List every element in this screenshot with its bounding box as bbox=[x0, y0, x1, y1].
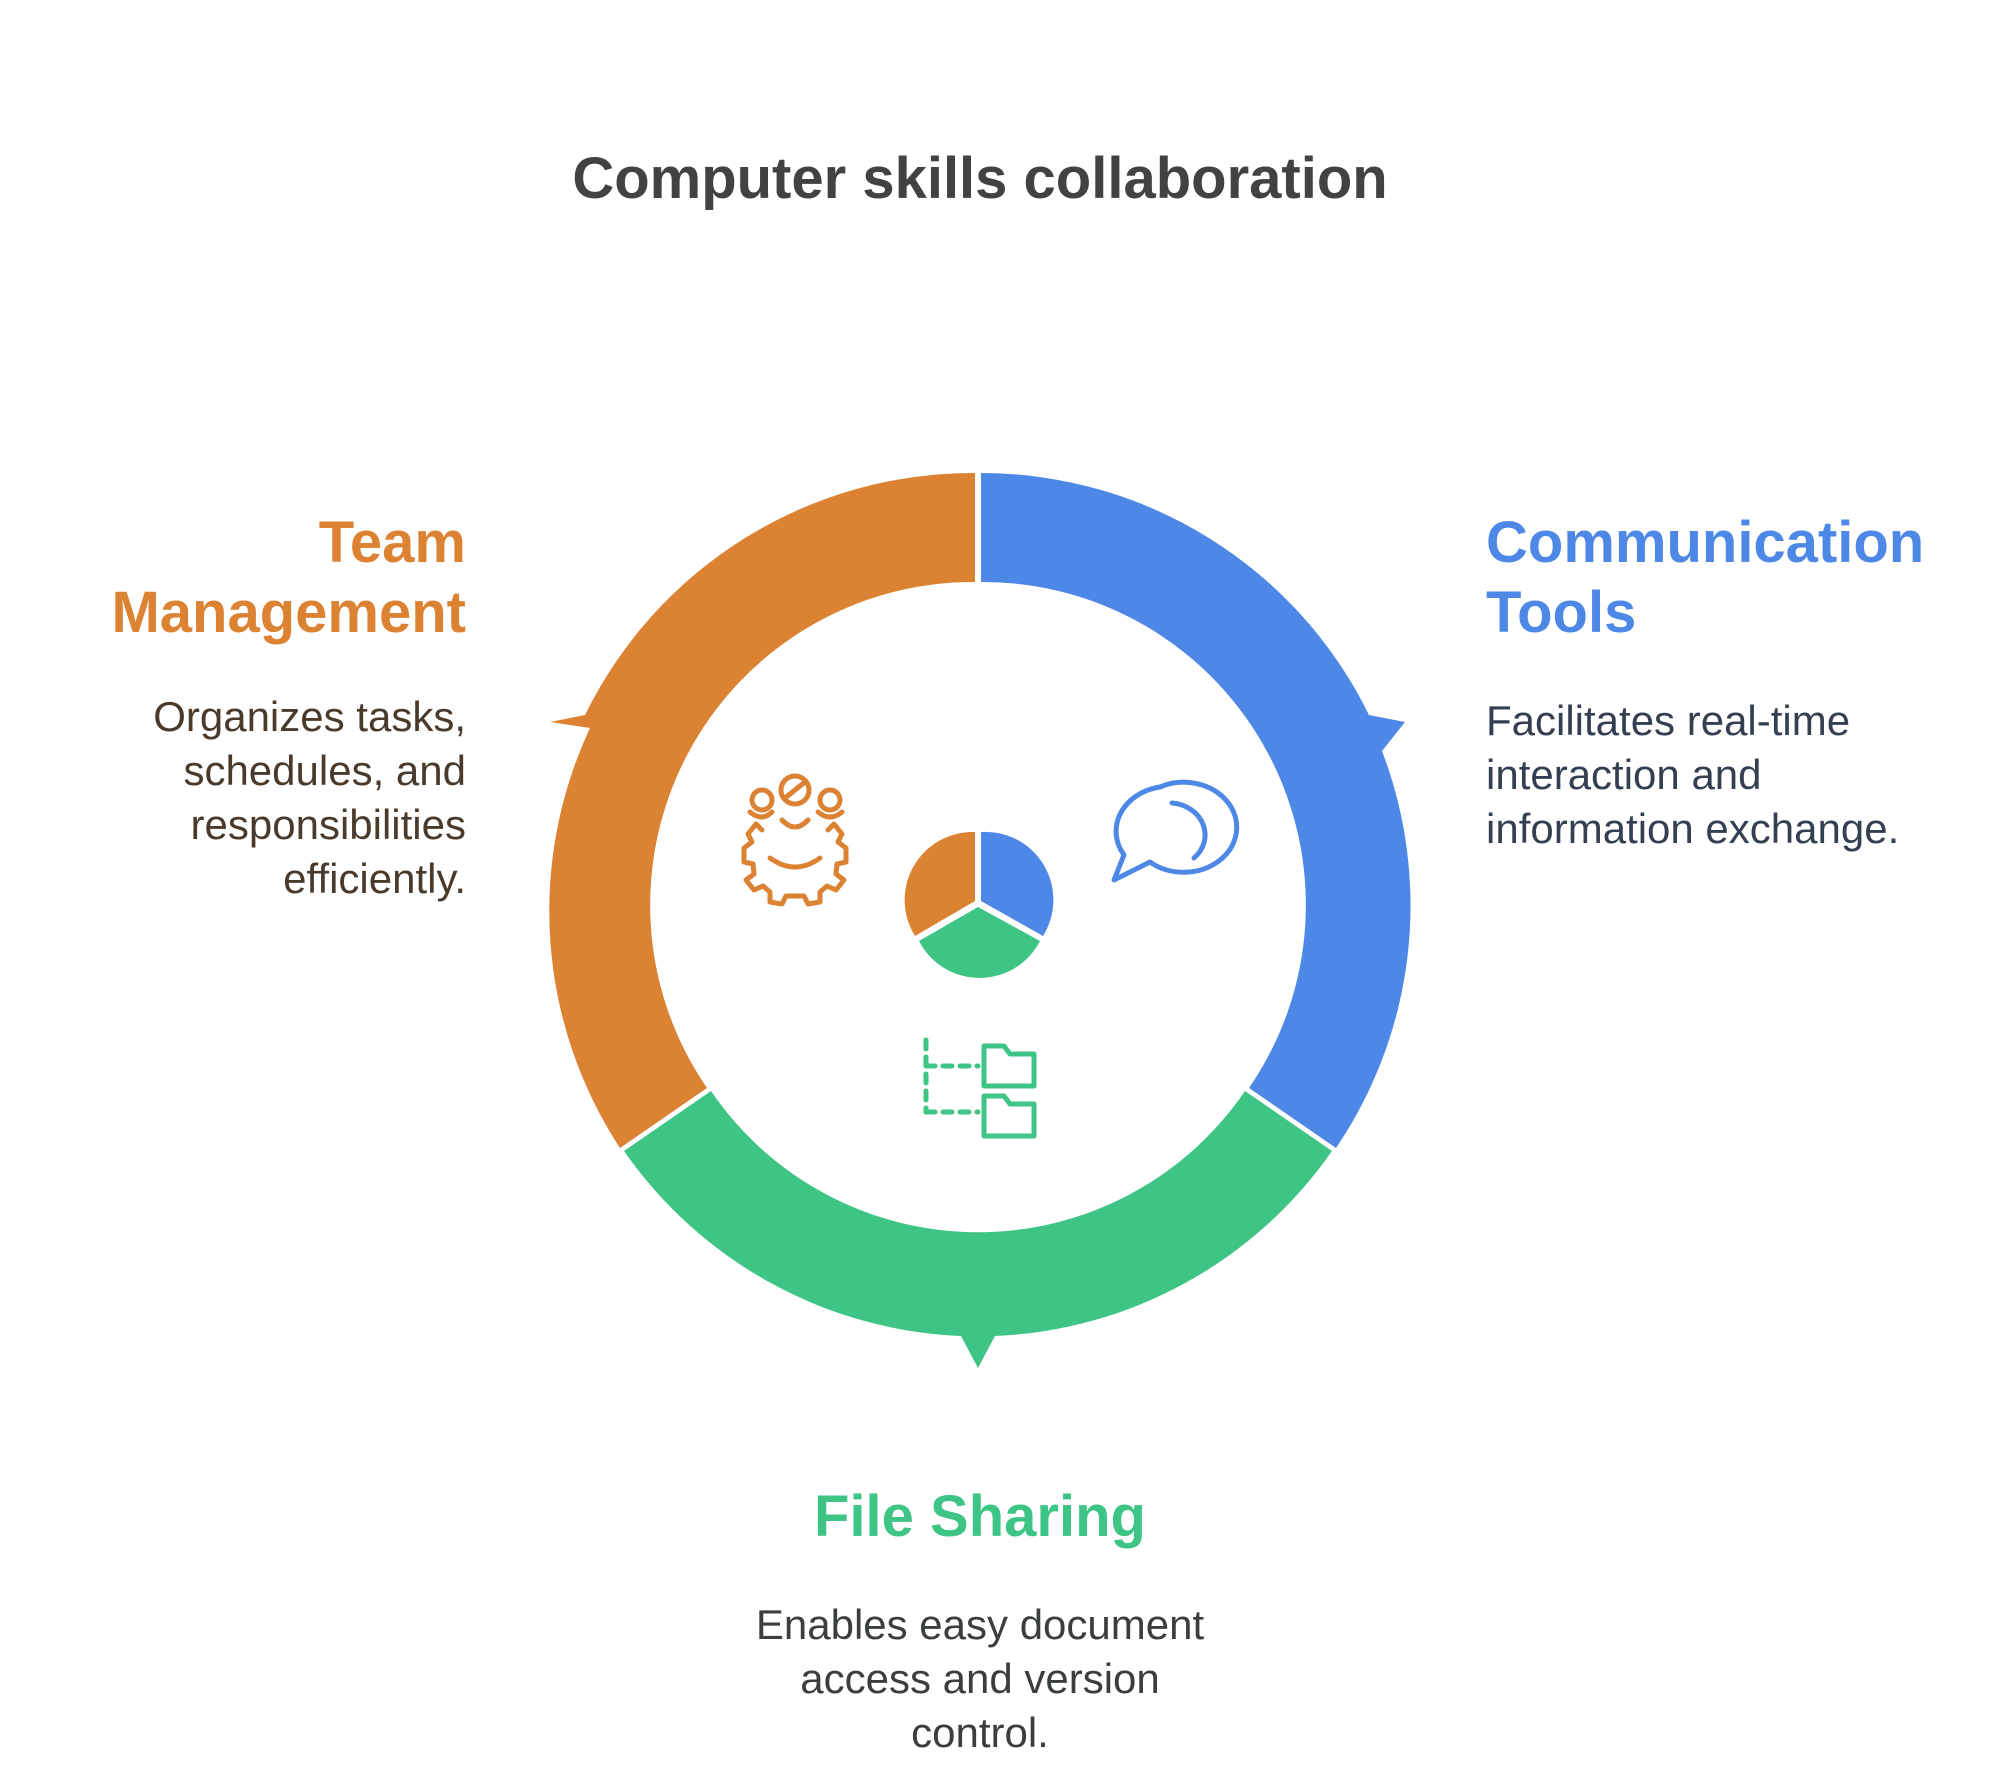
description-line: Organizes tasks, bbox=[153, 693, 466, 740]
description-line: efficiently. bbox=[283, 855, 466, 902]
team-management-title: Team Management bbox=[80, 508, 466, 648]
communication-tools-title-line: Tools bbox=[1486, 580, 1637, 645]
center-pie-icon bbox=[904, 831, 1054, 978]
communication-tools-title: Communication Tools bbox=[1486, 508, 2006, 648]
communication-tools-description: Facilitates real-time interaction and in… bbox=[1486, 694, 2006, 856]
diagram-title: Computer skills collaboration bbox=[572, 146, 1388, 211]
file-sharing-description: Enables easy document access and version… bbox=[700, 1598, 1260, 1760]
communication-tools-segment bbox=[981, 473, 1411, 1148]
description-line: information exchange. bbox=[1486, 805, 1900, 852]
file-sharing-segment bbox=[624, 1091, 1332, 1368]
description-line: responsibilities bbox=[190, 801, 466, 848]
team-management-title-line: Team bbox=[318, 510, 466, 575]
description-line: Enables easy document bbox=[755, 1601, 1205, 1648]
file-sharing-title: File Sharing bbox=[814, 1484, 1146, 1549]
team-management-title-line: Management bbox=[111, 580, 466, 645]
communication-tools-title-line: Communication bbox=[1486, 510, 1925, 575]
description-line: interaction and bbox=[1486, 751, 1762, 798]
description-line: access and version bbox=[800, 1655, 1160, 1702]
description-line: control. bbox=[911, 1709, 1049, 1756]
folder-tree-icon bbox=[923, 1037, 1037, 1139]
speech-bubble-icon bbox=[1111, 779, 1240, 883]
team-gear-icon bbox=[741, 773, 849, 907]
description-line: Facilitates real-time bbox=[1486, 697, 1851, 744]
description-line: schedules, and bbox=[183, 747, 466, 794]
team-management-description: Organizes tasks, schedules, and responsi… bbox=[80, 690, 466, 906]
team-management-segment bbox=[549, 472, 975, 1148]
